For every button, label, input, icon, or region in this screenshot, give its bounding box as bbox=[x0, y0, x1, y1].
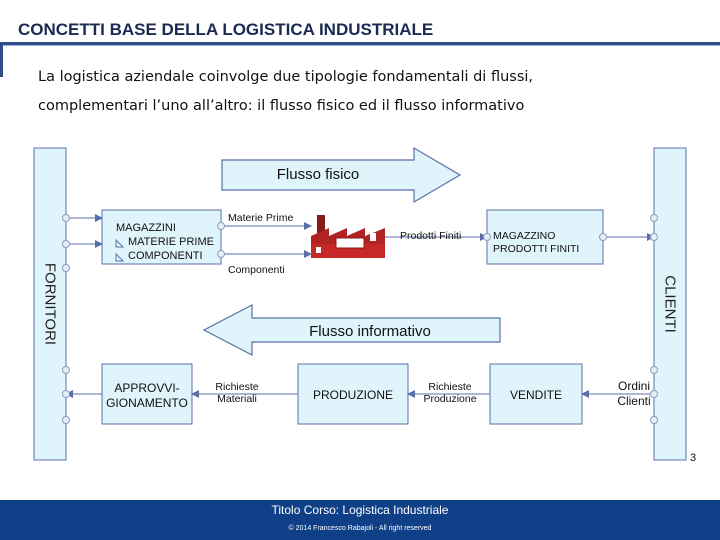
ordini-clienti-line2: Clienti bbox=[617, 394, 651, 408]
factory-icon bbox=[311, 215, 385, 258]
flusso-informativo-arrow bbox=[202, 304, 501, 356]
magazzino-pf-line2: PRODOTTI FINITI bbox=[493, 243, 580, 255]
title-divider-light bbox=[0, 45, 720, 46]
page-title: CONCETTI BASE DELLA LOGISTICA INDUSTRIAL… bbox=[18, 20, 434, 39]
flusso-informativo-label: Flusso informativo bbox=[309, 323, 431, 340]
produzione-label: PRODUZIONE bbox=[312, 388, 393, 402]
intro-line-1: La logistica aziendale coinvolge due tip… bbox=[38, 69, 534, 85]
richieste-produzione-line2: Produzione bbox=[423, 393, 477, 405]
richieste-materiali-line2: Materiali bbox=[217, 393, 257, 405]
magazzini-box bbox=[101, 209, 222, 265]
intro-line-2: complementari l’uno all’altro: il flusso… bbox=[38, 98, 525, 114]
approvvigionamento-line2: GIONAMENTO bbox=[106, 396, 188, 410]
materie-prime-label: Materie Prime bbox=[228, 212, 294, 224]
vendite-label: VENDITE bbox=[509, 388, 562, 402]
logistics-flow-diagram bbox=[33, 146, 687, 461]
footer-course-title: Titolo Corso: Logistica Industriale bbox=[271, 503, 449, 517]
flusso-fisico-arrow bbox=[221, 146, 462, 204]
clienti-bar bbox=[653, 147, 687, 461]
fornitori-bar bbox=[33, 147, 67, 461]
side-accent bbox=[0, 45, 3, 77]
componenti-label: Componenti bbox=[228, 264, 285, 276]
prodotti-finiti-label: Prodotti Finiti bbox=[400, 230, 462, 242]
magazzini-item-componenti: COMPONENTI bbox=[128, 250, 203, 262]
footer-bar bbox=[0, 500, 720, 540]
approvvigionamento-line1: APPROVVI- bbox=[114, 381, 180, 395]
richieste-produzione-line1: Richieste bbox=[428, 381, 472, 393]
richieste-materiali-line1: Richieste bbox=[215, 381, 259, 393]
fornitori-label: FORNITORI bbox=[41, 262, 59, 346]
flusso-fisico-label: Flusso fisico bbox=[276, 166, 360, 183]
magazzino-pf-line1: MAGAZZINO bbox=[493, 230, 556, 242]
clienti-label: CLIENTI bbox=[661, 275, 679, 333]
page-number: 3 bbox=[690, 452, 697, 464]
produzione-box bbox=[297, 363, 409, 425]
title-divider bbox=[0, 42, 720, 45]
magazzini-title: MAGAZZINI bbox=[116, 222, 176, 234]
footer-copyright: © 2014 Francesco Rabajoli - All right re… bbox=[288, 525, 432, 532]
vendite-box bbox=[489, 363, 583, 425]
magazzini-item-materie: MATERIE PRIME bbox=[128, 236, 214, 248]
ordini-clienti-line1: Ordini bbox=[617, 379, 650, 393]
